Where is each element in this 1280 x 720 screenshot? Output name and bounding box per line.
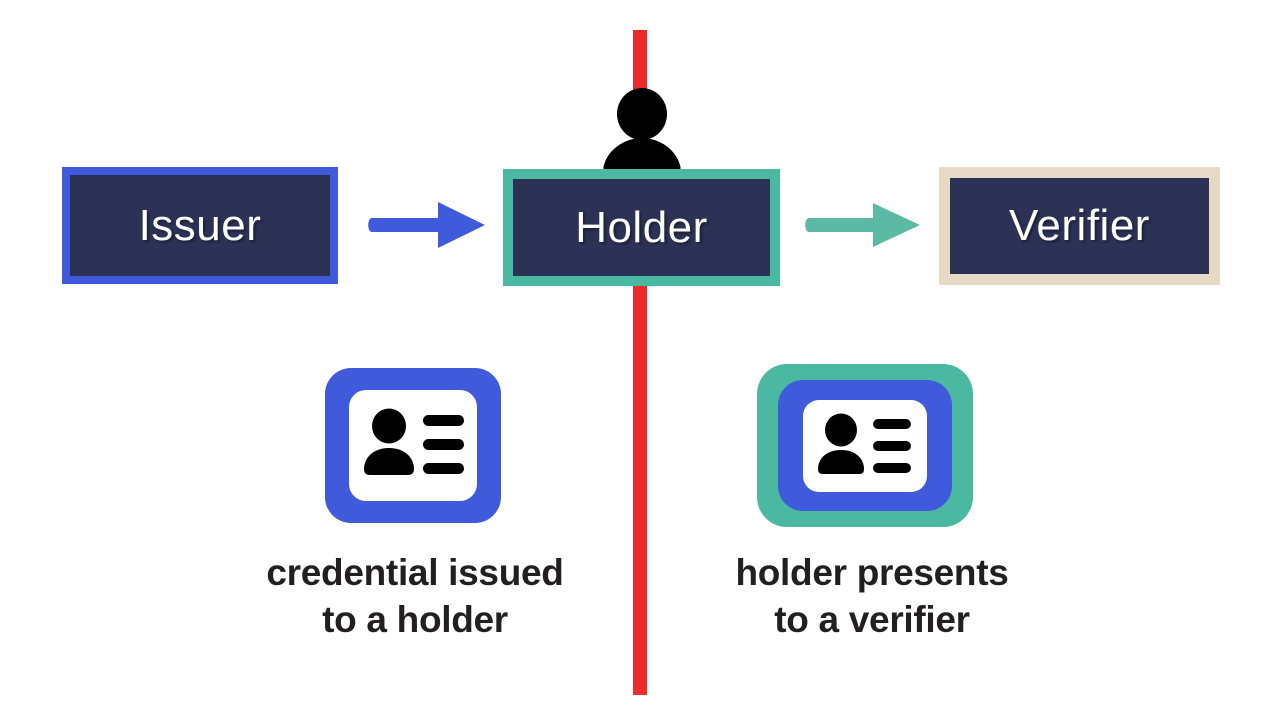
caption-issued-line1-bold: issued (448, 552, 564, 593)
holder-person-icon (603, 88, 681, 174)
role-label-holder: Holder (575, 202, 708, 252)
credential-presented-card-icon (757, 364, 973, 527)
role-label-issuer: Issuer (138, 200, 262, 250)
role-box-holder[interactable]: Holder (503, 169, 780, 286)
caption-credential-issued: credential issued to a holder (215, 549, 615, 644)
issue-arrow-icon (368, 202, 485, 248)
caption-presented-line1-bold: presents (856, 552, 1009, 593)
caption-issued-line2-plain: to a holder (322, 599, 508, 641)
caption-presented-line2: to a verifier (672, 596, 1072, 643)
role-label-verifier: Verifier (1009, 201, 1150, 250)
role-box-verifier[interactable]: Verifier (939, 167, 1220, 285)
caption-presented-line2-bold: verifier (848, 599, 970, 641)
role-box-issuer[interactable]: Issuer (62, 167, 338, 284)
caption-issued-line2: to a holder (215, 596, 615, 643)
credential-issued-card-icon (325, 368, 501, 523)
caption-presented-line1: holder presents (672, 549, 1072, 596)
caption-presented-line2-plain: to a (774, 599, 849, 641)
present-arrow-icon (805, 203, 920, 247)
caption-credential-presented: holder presents to a verifier (672, 549, 1072, 644)
caption-issued-line1-plain: credential (266, 552, 449, 593)
caption-issued-line1: credential issued (215, 549, 615, 596)
caption-presented-line1-plain: holder (735, 552, 857, 593)
